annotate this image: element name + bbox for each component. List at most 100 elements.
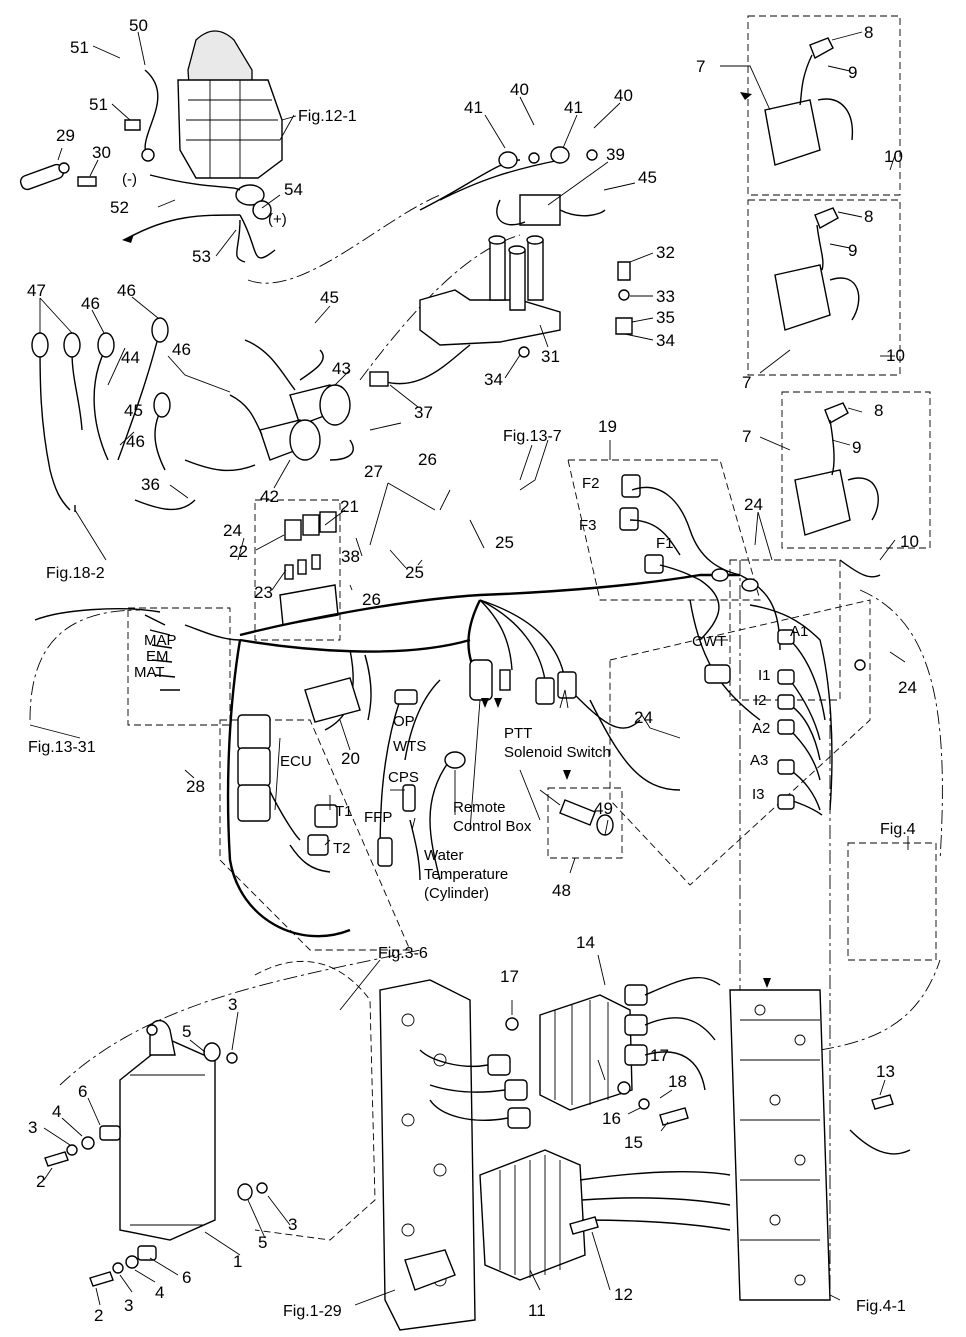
callout-34: 34	[484, 370, 503, 389]
map-connector-label: MAP	[144, 632, 177, 649]
callout-32: 32	[656, 243, 675, 262]
remote-label: Remote	[453, 799, 506, 816]
callout-18: 18	[668, 1072, 687, 1091]
callout-22: 22	[229, 542, 248, 561]
callout-45: 45	[124, 401, 143, 420]
callout-8: 8	[864, 207, 873, 226]
callout-31: 31	[541, 347, 560, 366]
main-harness	[34, 573, 781, 938]
electrical-bracket	[369, 235, 633, 387]
wts-connector-label: WTS	[393, 738, 426, 755]
ffp-connector-label: FFP	[364, 809, 392, 826]
callout-3: 3	[228, 995, 237, 1014]
a2-connector-label: A2	[752, 720, 770, 737]
callout-47: 47	[27, 281, 46, 300]
fig-13-7-label: Fig.13-7	[503, 428, 562, 445]
callout-17: 17	[650, 1046, 669, 1065]
callout-24: 24	[223, 521, 242, 540]
callout-46: 46	[126, 432, 145, 451]
callout-40: 40	[614, 86, 633, 105]
callout-17: 17	[500, 967, 519, 986]
i3-connector-label: I3	[752, 786, 765, 803]
callout-20: 20	[341, 749, 360, 768]
callout-24: 24	[744, 495, 763, 514]
callout-15: 15	[624, 1133, 643, 1152]
callout-9: 9	[848, 241, 857, 260]
engine-block	[254, 961, 831, 1331]
callout-34: 34	[656, 331, 675, 350]
f2-connector-label: F2	[582, 475, 600, 492]
callout-41: 41	[564, 98, 583, 117]
callout-44: 44	[121, 348, 140, 367]
callout-54: 54	[284, 180, 303, 199]
callout-41: 41	[464, 98, 483, 117]
callout-3: 3	[28, 1118, 37, 1137]
solenoid-switch-label: Solenoid Switch	[504, 744, 611, 761]
cwt-connector-label: CWT	[692, 633, 726, 650]
callout-52: 52	[110, 198, 129, 217]
callout-9: 9	[852, 438, 861, 457]
fig-4-label: Fig.4	[880, 821, 916, 838]
temperature-label: Temperature	[424, 866, 508, 883]
fig-12-1-label: Fig.12-1	[298, 108, 357, 125]
i2-connector-label: I2	[754, 692, 767, 709]
figure-reference-labels: Fig.12-1 Fig.13-7 Fig.18-2 Fig.13-31 Fig…	[28, 108, 916, 1320]
callout-51: 51	[89, 95, 108, 114]
ptt-label: PTT	[504, 725, 532, 742]
relay-assembly	[419, 146, 606, 226]
callout-12: 12	[614, 1285, 633, 1304]
negative-terminal-label: (-)	[122, 171, 137, 188]
callout-33: 33	[656, 287, 675, 306]
fig-1-29-label: Fig.1-29	[283, 1303, 342, 1320]
callout-25: 25	[405, 563, 424, 582]
fig-13-31-label: Fig.13-31	[28, 739, 96, 756]
right-sensor-harness	[749, 604, 866, 816]
callout-48: 48	[552, 881, 571, 900]
fig-3-6-label: Fig.3-6	[378, 945, 428, 962]
callout-26: 26	[362, 590, 381, 609]
water-label: Water	[424, 847, 463, 864]
callout-45: 45	[638, 168, 657, 187]
callout-11: 11	[528, 1301, 546, 1320]
callout-46: 46	[172, 340, 191, 359]
callout-40: 40	[510, 80, 529, 99]
arrowheads	[122, 92, 771, 988]
f1-connector-label: F1	[656, 535, 674, 552]
t1-connector-label: T1	[335, 803, 353, 820]
callout-53: 53	[192, 247, 211, 266]
callout-3: 3	[288, 1215, 297, 1234]
remote-ptt-connectors	[469, 474, 759, 705]
callout-1: 1	[233, 1252, 242, 1271]
callout-4: 4	[155, 1283, 164, 1302]
callout-8: 8	[864, 23, 873, 42]
callout-5: 5	[258, 1233, 267, 1252]
i1-connector-label: I1	[758, 667, 771, 684]
solenoids	[184, 339, 354, 472]
callout-25: 25	[495, 533, 514, 552]
battery-cables	[19, 69, 276, 263]
callout-43: 43	[332, 359, 351, 378]
callout-10: 10	[900, 532, 919, 551]
rectifier-regulator	[419, 977, 911, 1281]
callout-14: 14	[576, 933, 595, 952]
ecu-connectors	[237, 677, 466, 867]
a3-connector-label: A3	[750, 752, 768, 769]
callout-13: 13	[876, 1062, 895, 1081]
callout-21: 21	[340, 497, 359, 516]
callout-10: 10	[886, 346, 905, 365]
positive-terminal-label: (+)	[268, 211, 287, 228]
callout-51: 51	[70, 38, 89, 57]
callout-24: 24	[634, 708, 653, 727]
water-temperature-sensor	[539, 789, 614, 836]
callout-46: 46	[81, 294, 100, 313]
callout-46: 46	[117, 281, 136, 300]
cylinder-label: (Cylinder)	[424, 885, 489, 902]
callout-36: 36	[141, 475, 160, 494]
a1-connector-label: A1	[790, 623, 808, 640]
callout-49: 49	[594, 799, 613, 818]
relay-fuse-block	[279, 511, 339, 626]
callout-10: 10	[884, 147, 903, 166]
callout-45: 45	[320, 288, 339, 307]
callout-16: 16	[602, 1109, 621, 1128]
